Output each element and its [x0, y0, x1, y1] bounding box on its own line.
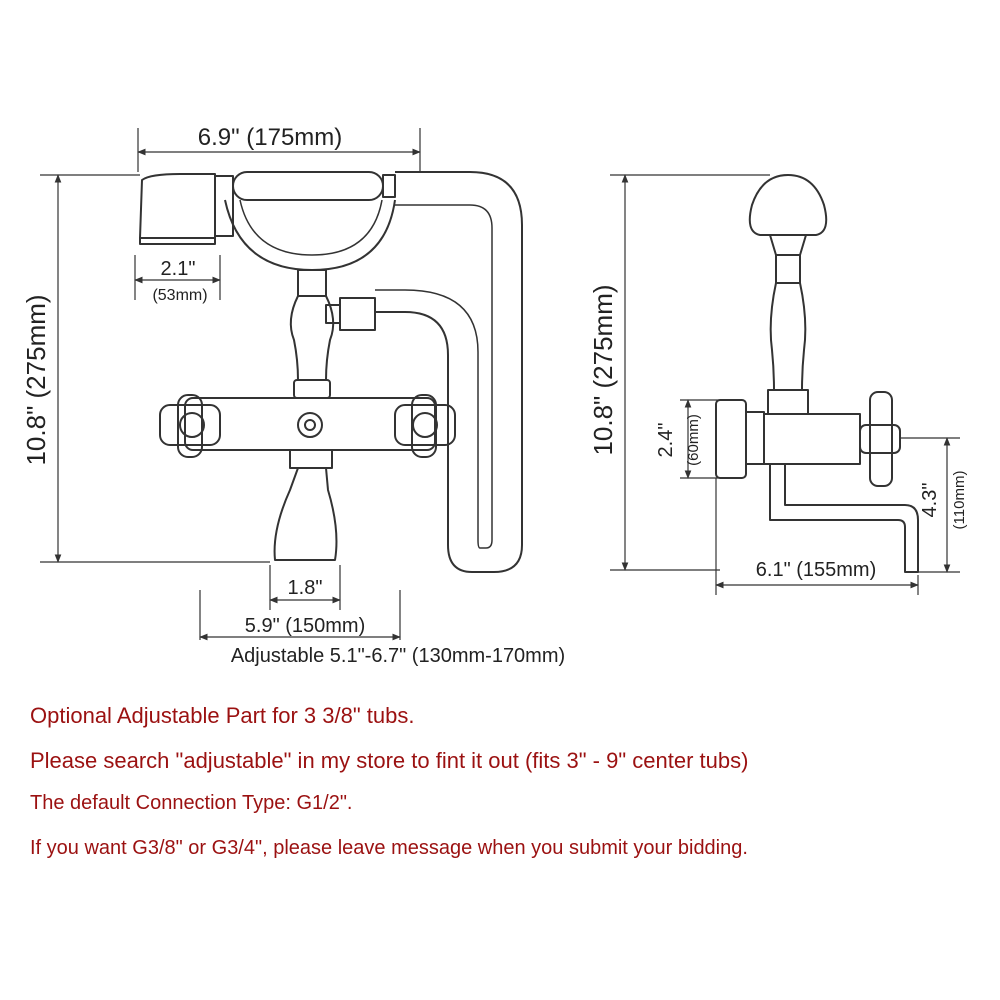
right-cross-handle [394, 394, 456, 458]
center-distance-label: 5.9" (150mm) [245, 615, 365, 637]
handshower [139, 171, 396, 271]
side-spout [769, 464, 919, 573]
left-cross-handle [159, 394, 221, 458]
spout-drop-inch-label: 4.3" [919, 483, 941, 518]
head-width-inch-label: 2.1" [161, 258, 196, 280]
front-dimension-lines [40, 128, 421, 641]
wall-flange [715, 399, 747, 479]
spout-drop-mm-label: (110mm) [951, 471, 968, 530]
front-view-drawing [139, 171, 523, 573]
note-search-adjustable: Please search "adjustable" in my store t… [30, 748, 749, 773]
adjustable-range-label: Adjustable 5.1"-6.7" (130mm-170mm) [231, 645, 565, 667]
spout-reach-label: 6.1" (155mm) [756, 559, 876, 581]
shower-hose [375, 171, 523, 573]
side-column [769, 282, 807, 391]
note-optional-adjustable: Optional Adjustable Part for 3 3/8" tubs… [30, 703, 415, 728]
note-default-connection: The default Connection Type: G1/2". [30, 792, 353, 814]
diverter-knob [293, 379, 331, 399]
side-handshower [748, 174, 828, 236]
side-dimension-lines [610, 174, 960, 595]
hose-connector [325, 297, 376, 331]
side-view-drawing [715, 174, 919, 573]
cradle-stem [297, 269, 327, 297]
front-width-label: 6.9" (175mm) [198, 124, 343, 151]
side-body [763, 413, 861, 465]
note-connection-request: If you want G3/8" or G3/4", please leave… [30, 837, 748, 859]
side-cross-handle [859, 391, 901, 487]
front-height-label: 10.8" (275mm) [21, 294, 51, 465]
mount-height-inch-label: 2.4" [655, 423, 677, 458]
spout [273, 467, 338, 561]
head-width-mm-label: (53mm) [152, 287, 207, 304]
spout-width-label: 1.8" [288, 577, 323, 599]
side-height-label: 10.8" (275mm) [588, 284, 618, 455]
mount-height-mm-label: (60mm) [685, 414, 702, 466]
